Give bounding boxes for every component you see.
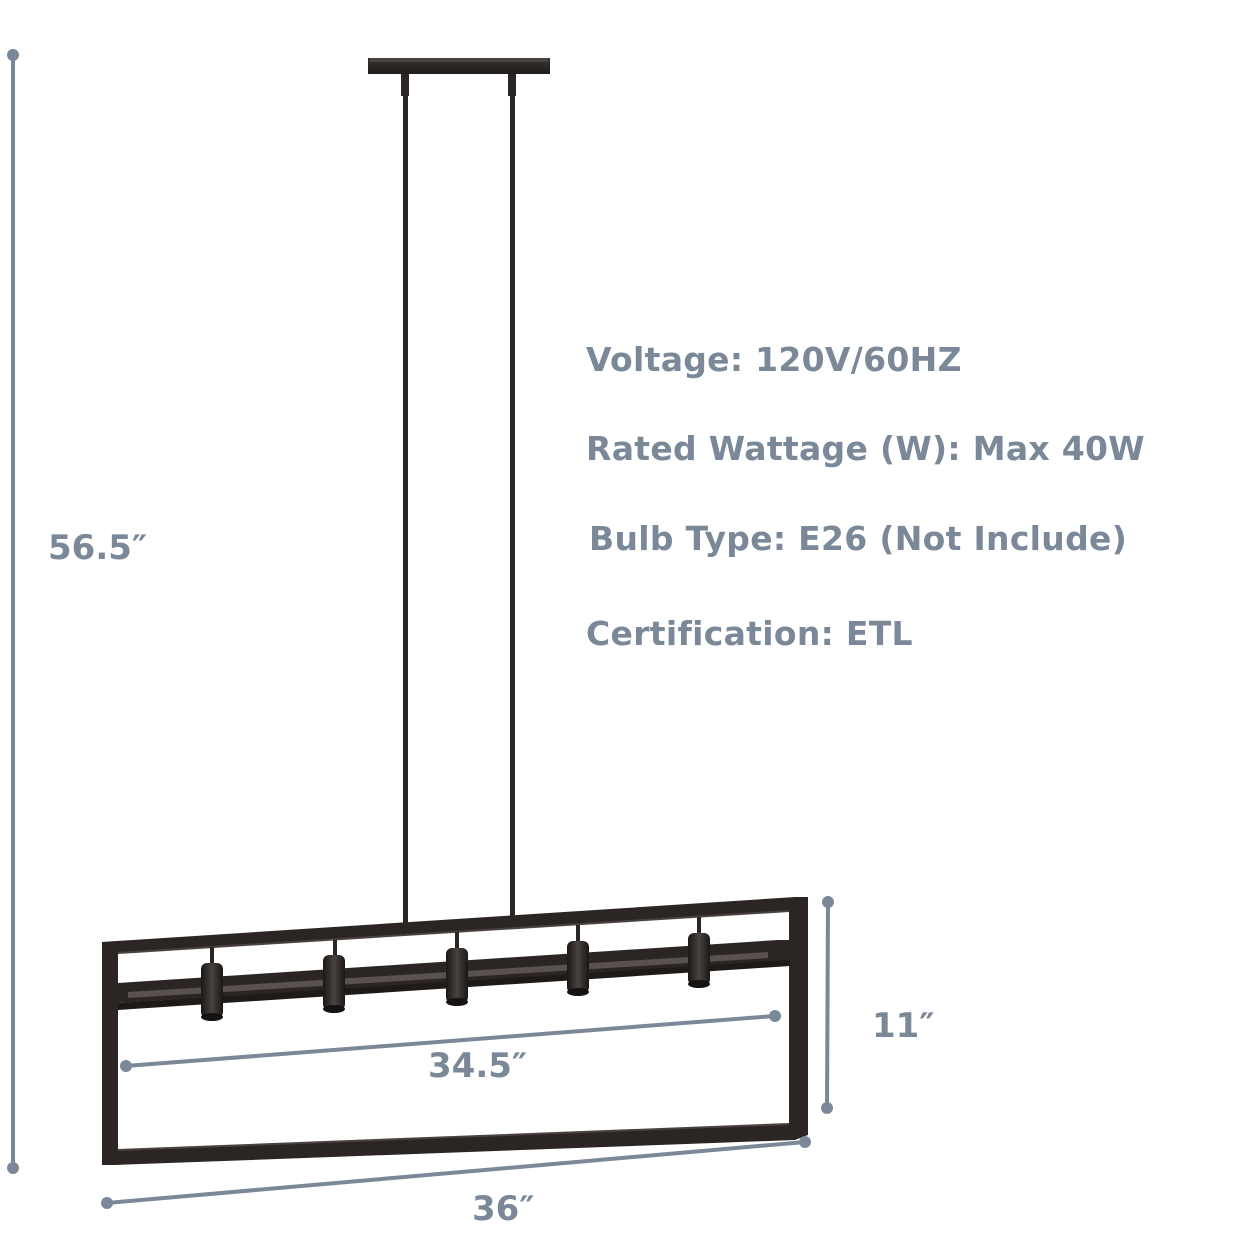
socket-2 <box>323 955 345 1013</box>
inner-width-label: 34.5″ <box>428 1046 528 1086</box>
frame-height-label: 11″ <box>872 1006 935 1046</box>
socket-3 <box>446 948 468 1006</box>
ceiling-canopy <box>368 58 550 74</box>
dimension-line-total-width <box>101 1136 811 1209</box>
dimension-line-height <box>7 49 19 1174</box>
dimension-line-frame-height <box>821 896 834 1114</box>
dimension-line-inner-width <box>120 1010 781 1072</box>
total-width-label: 36″ <box>472 1189 535 1229</box>
socket-1 <box>201 963 223 1021</box>
bulb-sockets <box>201 933 710 1021</box>
spec-wattage: Rated Wattage (W): Max 40W <box>586 429 1146 468</box>
socket-5 <box>688 933 710 988</box>
total-height-label: 56.5″ <box>48 528 148 568</box>
suspension-rods <box>401 74 516 936</box>
socket-4 <box>567 941 589 996</box>
spec-certification: Certification: ETL <box>586 614 913 653</box>
spec-bulb-type: Bulb Type: E26 (Not Include) <box>589 519 1128 558</box>
spec-voltage: Voltage: 120V/60HZ <box>586 340 962 379</box>
